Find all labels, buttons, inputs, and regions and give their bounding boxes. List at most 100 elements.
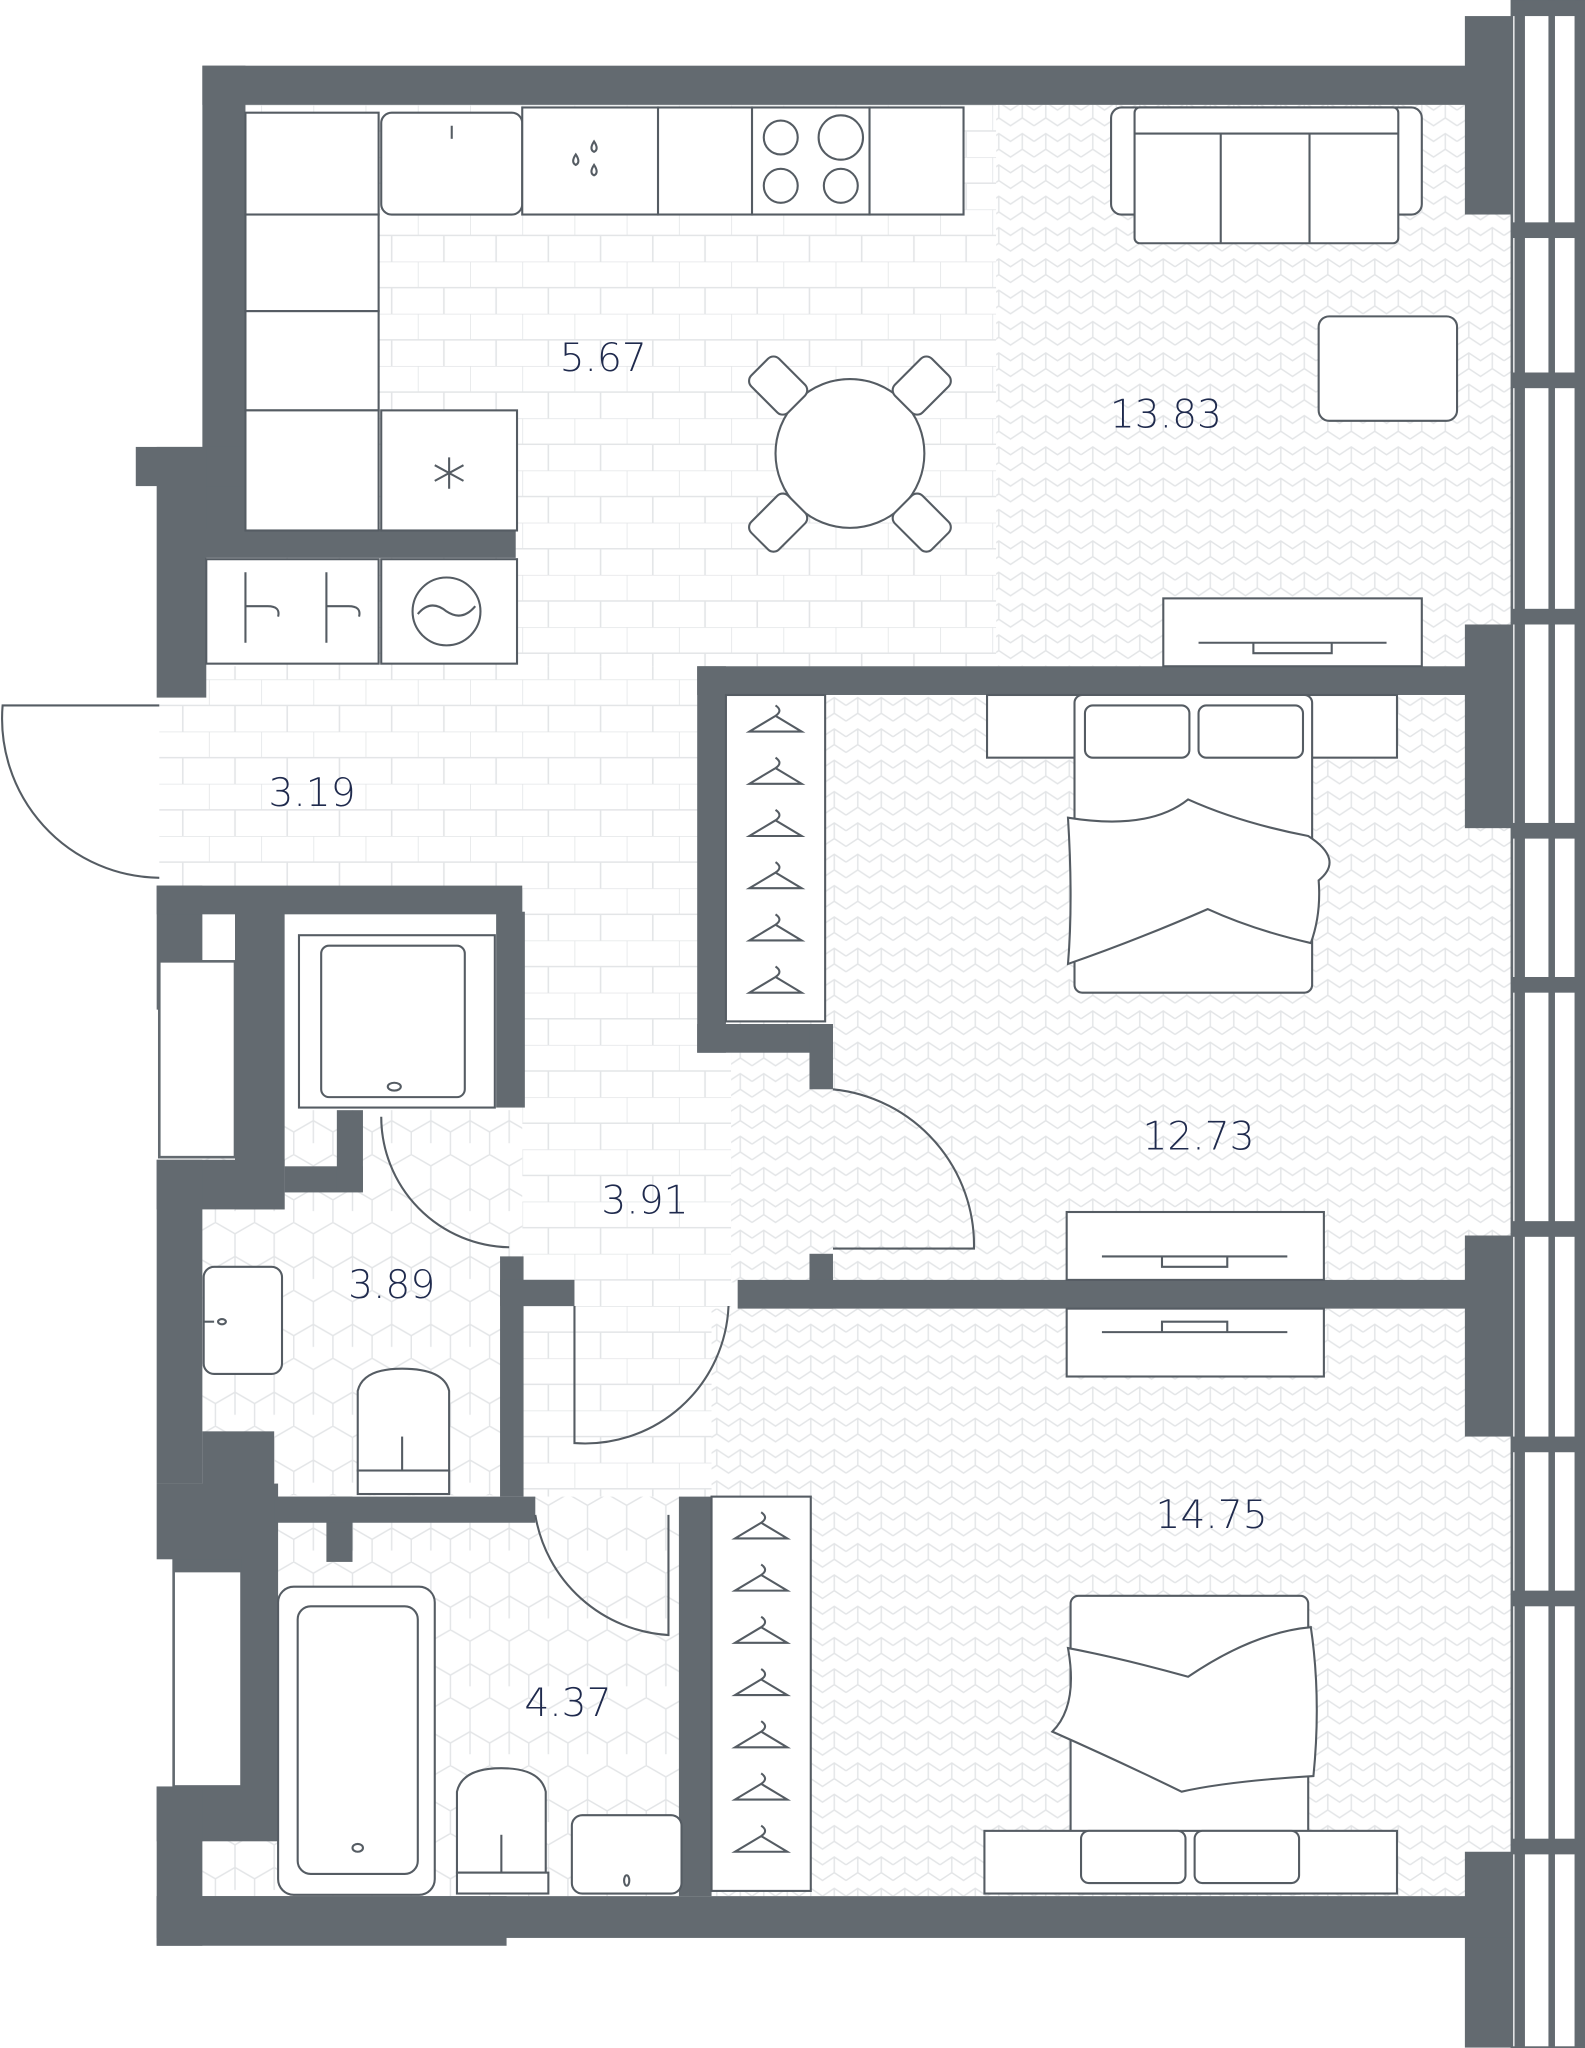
burner-icon — [762, 167, 799, 204]
pillow — [1197, 704, 1305, 759]
bathtub-inner — [296, 1605, 419, 1875]
hook-icon — [325, 572, 361, 643]
dining-table — [748, 355, 952, 553]
cabinet — [244, 111, 380, 216]
hanger-icon — [731, 1720, 792, 1749]
snowflake-icon — [434, 457, 464, 489]
window-transom — [1511, 1221, 1585, 1237]
window-transom — [1511, 976, 1585, 993]
blanket — [1050, 1626, 1318, 1793]
washing-machine-drum — [411, 576, 482, 647]
dresser — [1065, 1307, 1325, 1378]
window-frame — [172, 1557, 243, 1788]
toilet-tank — [356, 1469, 451, 1496]
tap — [216, 1318, 227, 1326]
window-transom — [1511, 222, 1585, 239]
wall — [202, 65, 1512, 105]
room-area-label: 3.19 — [268, 771, 355, 816]
room-area-label: 3.89 — [348, 1263, 435, 1308]
window-mullion — [1574, 0, 1585, 2048]
room-area-label: 12.73 — [1142, 1114, 1254, 1159]
room-area-label: 4.37 — [524, 1681, 611, 1726]
bedroom-upper-door — [832, 1088, 976, 1250]
wall — [241, 1483, 279, 1800]
cabinet — [656, 106, 754, 216]
shower-room-door — [573, 1305, 730, 1445]
wall — [274, 1496, 536, 1523]
room-area-label: 3.91 — [601, 1178, 688, 1223]
wall — [496, 911, 525, 1108]
tap — [623, 1874, 631, 1887]
wall — [235, 911, 285, 1210]
toilet — [356, 1367, 451, 1472]
tv-stand — [1162, 597, 1423, 668]
sink — [202, 1265, 284, 1375]
hanger-icon — [731, 1824, 792, 1853]
chair — [748, 492, 809, 553]
kitchen-fixtures — [244, 106, 965, 532]
hanger-icon — [745, 861, 806, 890]
hanger-icon — [731, 1615, 792, 1644]
wall — [500, 1279, 575, 1307]
hanger-icon — [745, 809, 806, 838]
dresser — [1065, 1210, 1325, 1281]
sink-cabinet — [521, 106, 660, 216]
pillow — [1079, 1829, 1187, 1885]
window-transom — [1511, 0, 1585, 17]
bathroom-door — [534, 1514, 670, 1637]
tv — [1101, 1320, 1288, 1334]
chair — [891, 355, 952, 416]
wall — [500, 1256, 524, 1497]
blanket — [1066, 798, 1331, 966]
water-drop-icon — [572, 139, 598, 177]
pillow — [1193, 1829, 1301, 1885]
wall — [697, 666, 1512, 695]
drain — [386, 1081, 402, 1092]
shower-room-fixtures — [202, 934, 730, 1496]
window-transom — [1511, 1838, 1585, 1855]
wall — [336, 1110, 363, 1192]
hanger-icon — [745, 965, 806, 994]
washing-machine-wave — [416, 604, 477, 617]
wall — [678, 1496, 712, 1897]
wall — [1464, 16, 1512, 215]
cabinet — [244, 213, 380, 313]
sofa — [1133, 106, 1400, 245]
burner-icon — [822, 167, 859, 204]
chair — [891, 492, 952, 553]
shower-tray-inner — [320, 944, 466, 1099]
wall — [156, 446, 207, 698]
window-transom — [1511, 1590, 1585, 1607]
wall — [156, 1896, 507, 1946]
bedroom-lower-fixtures — [710, 1307, 1399, 1895]
wardrobe-upper — [724, 693, 827, 1023]
wall — [809, 1024, 833, 1090]
living-room-fixtures — [1110, 106, 1459, 668]
room-area-label: 5.67 — [560, 336, 647, 381]
burner-icon — [817, 114, 865, 161]
washing-machine — [380, 558, 519, 665]
wall — [1464, 1235, 1512, 1437]
wall — [1464, 624, 1512, 829]
window-frames — [157, 0, 1585, 2048]
window-transom — [1511, 372, 1585, 389]
wardrobe — [710, 1495, 812, 1892]
wall — [697, 666, 726, 1053]
hanger-icon — [731, 1563, 792, 1592]
window-transom — [1511, 608, 1585, 625]
tv — [1198, 641, 1387, 655]
nightstand — [983, 1829, 1399, 1895]
cabinet — [244, 310, 380, 412]
chair — [748, 355, 809, 416]
drain — [351, 1842, 365, 1853]
wall — [156, 1159, 203, 1484]
window-transom — [1511, 822, 1585, 839]
wall — [737, 1279, 1512, 1309]
toilet-tank — [455, 1871, 550, 1895]
hanger-icon — [731, 1511, 792, 1540]
bathroom-fixtures — [277, 1088, 976, 1896]
table — [774, 377, 926, 529]
corridor-floor — [522, 911, 732, 1497]
entrance-hall-floor — [159, 666, 732, 912]
